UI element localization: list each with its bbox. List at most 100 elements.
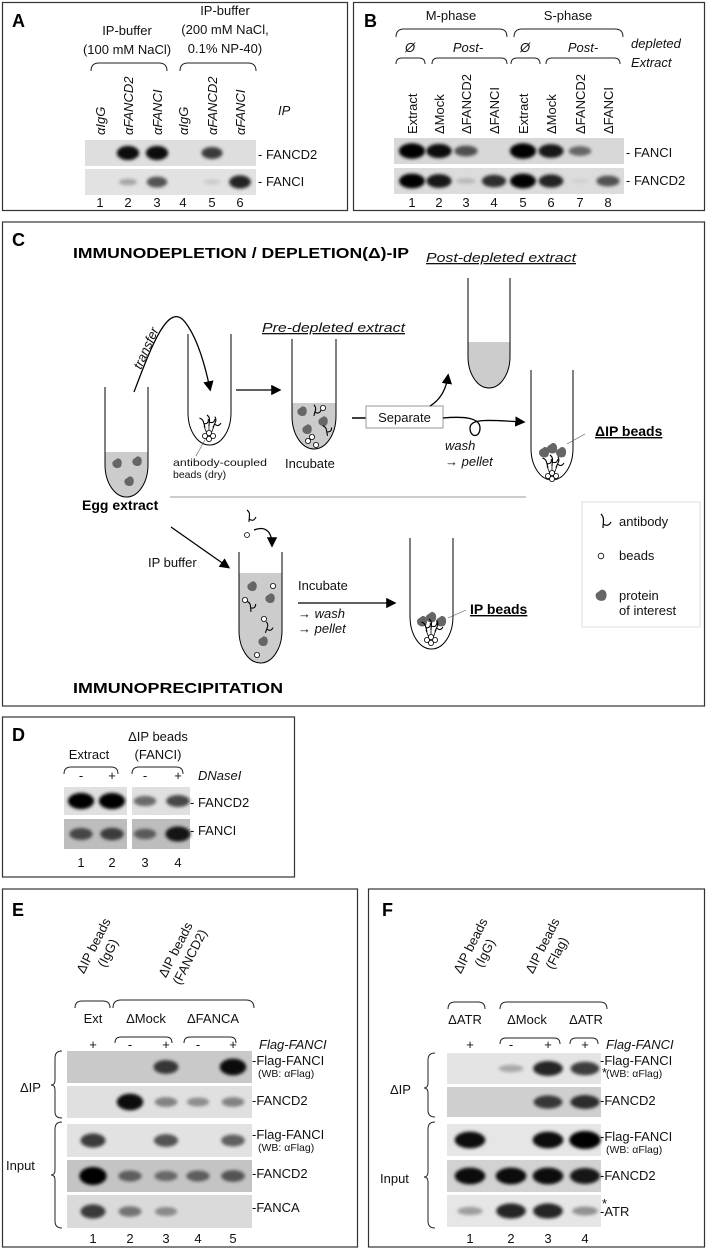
treatment-mark: +: [174, 768, 182, 783]
blot-band: [153, 1060, 179, 1074]
antibody-icon: [313, 404, 322, 417]
blot-band: [116, 145, 140, 161]
ip-buffer-arrow: [170, 526, 231, 569]
blot-strip: [85, 140, 256, 166]
blot-label: -Flag-FANCI: [600, 1129, 672, 1144]
blot-band: [166, 794, 190, 808]
pre-depleted-label: Pre-depleted extract: [262, 320, 407, 335]
panel-letter: D: [12, 725, 25, 745]
group-brace: [90, 62, 168, 72]
bead-icon: [241, 597, 248, 604]
blot-band: [69, 828, 93, 840]
row-header: Flag-FANCI: [606, 1037, 674, 1052]
group-label: Extract: [69, 747, 110, 762]
nonspecific-band-star: *: [602, 1065, 607, 1080]
blot-sublabel: (WB: αFlag): [606, 1068, 662, 1080]
blot-band: [426, 174, 452, 188]
pre-depleted-tube: [291, 339, 337, 450]
panel-e: E ΔIP beads (IgG) ΔIP beads (FANCD2) Ext…: [1, 888, 359, 1248]
group-brace: [447, 1001, 486, 1010]
lane-number: 7: [576, 195, 583, 210]
antibody-icon: [421, 621, 431, 632]
panel-c: C IMMUNODEPLETION / DEPLETION(Δ)-IP Post…: [1, 221, 706, 707]
group-label: ΔMock: [126, 1011, 166, 1026]
lane-number: 4: [581, 1231, 588, 1246]
group-label: ΔATR: [448, 1012, 482, 1027]
lane-number: 8: [604, 195, 611, 210]
blot-band: [219, 1058, 247, 1076]
section-brace: [50, 1050, 63, 1119]
blot-band: [481, 174, 507, 188]
panel-d-frame: [1, 716, 296, 878]
treatment-mark: +: [108, 768, 116, 783]
antibody-icon: [246, 600, 257, 613]
antibody-icon: [322, 425, 333, 436]
section-label: Input: [6, 1158, 35, 1173]
group-label: ΔMock: [507, 1012, 547, 1027]
blot-band: [509, 143, 537, 159]
subgroup-brace: [499, 1037, 561, 1045]
lane-number: 3: [153, 195, 160, 210]
panel-e-frame: [1, 888, 359, 1248]
blot-band: [118, 178, 138, 186]
blot-band: [538, 174, 564, 188]
treatment-mark: +: [89, 1037, 97, 1052]
blot-band: [454, 145, 478, 157]
blot-band: [67, 792, 95, 810]
blot-label: -FANCD2: [252, 1166, 308, 1181]
antibody-icon: [246, 509, 257, 523]
subgroup-label: Post-: [568, 40, 599, 55]
group-brace: [499, 1001, 608, 1010]
bead-icon: [597, 552, 605, 560]
legend-antibody: antibody: [619, 514, 669, 529]
bead-icon: [549, 475, 556, 482]
phase-brace: [395, 28, 508, 38]
group-label: IP-buffer: [102, 23, 152, 38]
lane-number: 3: [141, 855, 148, 870]
lane-label: ΔFANCI: [487, 87, 502, 134]
lane-label: αIgG: [93, 107, 108, 135]
beads-dry-label: antibody-coupled: [173, 457, 267, 469]
bead-icon: [304, 437, 311, 444]
lane-number: 4: [174, 855, 181, 870]
blot-band: [570, 1095, 600, 1109]
group-brace: [131, 766, 184, 775]
blot-sublabel: (WB: αFlag): [258, 1142, 314, 1154]
immunoprecipitation-title: IMMUNOPRECIPITATION: [73, 680, 283, 697]
panel-b: B M-phase S-phase Ø Post- Ø Post- deplet…: [352, 1, 706, 212]
blot-band: [532, 1131, 564, 1149]
pointer-line: [195, 437, 207, 457]
blot-label: - FANCD2: [190, 795, 249, 810]
lane-label: ΔFANCD2: [573, 74, 588, 134]
blot-strip: [85, 169, 256, 195]
lane-number: 2: [507, 1231, 514, 1246]
blot-label: -Flag-FANCI: [600, 1053, 672, 1068]
blot-band: [572, 1206, 598, 1216]
lane-number: 2: [124, 195, 131, 210]
row-header: Extract: [631, 55, 673, 70]
blot-band: [533, 1095, 563, 1109]
wash-loop-arrow: [442, 416, 526, 437]
group-label: 0.1% NP-40): [188, 41, 262, 56]
panel-letter: A: [12, 11, 25, 31]
lane-number: 1: [96, 195, 103, 210]
panel-letter: C: [12, 230, 25, 250]
blot-band: [221, 1134, 245, 1147]
egg-extract-tube: [104, 387, 149, 498]
post-depleted-tube: [467, 278, 511, 389]
antibody-icon: [206, 414, 216, 427]
antibody-icon: [428, 618, 438, 631]
pellet-label: → pellet: [445, 454, 494, 469]
lane-label: ΔFANCI: [601, 87, 616, 134]
blot-label: - FANCI: [258, 174, 304, 189]
lane-number: 1: [466, 1231, 473, 1246]
lane-number: 2: [126, 1231, 133, 1246]
blot-sublabel: (WB: αFlag): [258, 1068, 314, 1080]
blot-label: - FANCI: [190, 823, 236, 838]
blot-band: [568, 146, 592, 156]
lane-number: 2: [108, 855, 115, 870]
lane-number: 6: [236, 195, 243, 210]
blot-band: [229, 175, 251, 189]
beads-dry-label: beads (dry): [173, 469, 226, 481]
ip-tube: [238, 552, 283, 664]
